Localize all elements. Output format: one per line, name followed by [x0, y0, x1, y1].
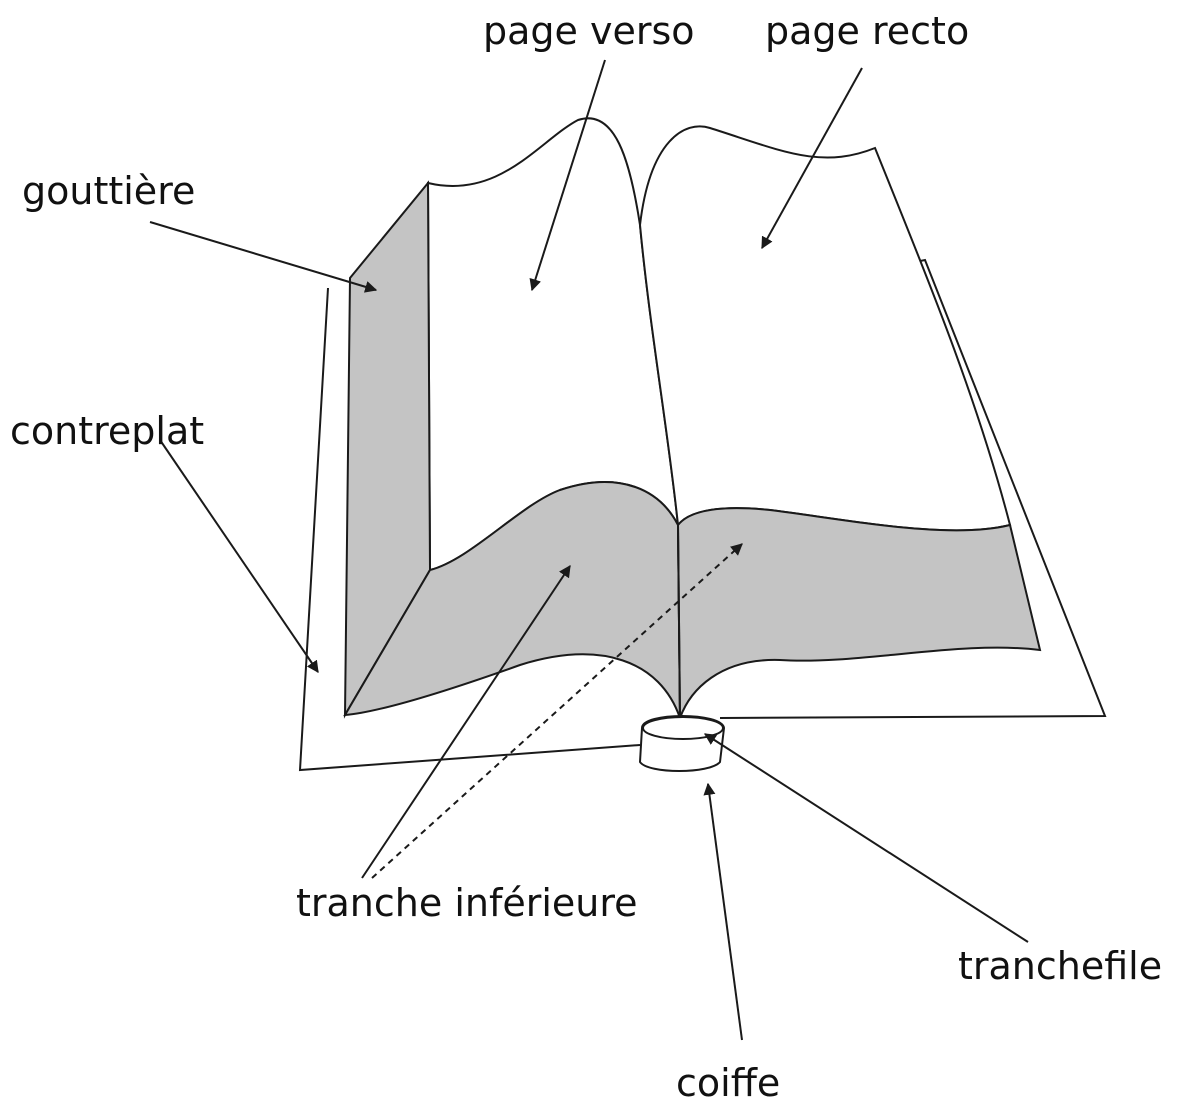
arrow-tranchefile	[703, 733, 1029, 943]
arrow-page-recto	[761, 67, 863, 250]
arrow-tranche-inferieure-solid	[361, 565, 571, 879]
spine-line	[677, 524, 681, 719]
label-coiffe: coiffe	[676, 1061, 781, 1105]
label-contreplat: contreplat	[10, 409, 205, 453]
label-page-verso: page verso	[483, 9, 695, 53]
arrow-contreplat	[159, 439, 319, 673]
label-tranchefile: tranchefile	[958, 944, 1163, 988]
label-page-recto: page recto	[765, 9, 970, 53]
arrow-page-verso	[529, 59, 606, 292]
tranchefile-band	[642, 716, 724, 740]
arrow-gouttiere	[149, 221, 378, 293]
label-gouttiere: gouttière	[22, 169, 196, 213]
arrow-coiffe	[703, 782, 743, 1041]
page-recto-face	[638, 125, 1012, 532]
tranche-inferieure-left	[343, 481, 681, 719]
label-tranche-inferieure: tranche inférieure	[296, 881, 638, 925]
tranche-inferieure-right	[676, 507, 1042, 719]
